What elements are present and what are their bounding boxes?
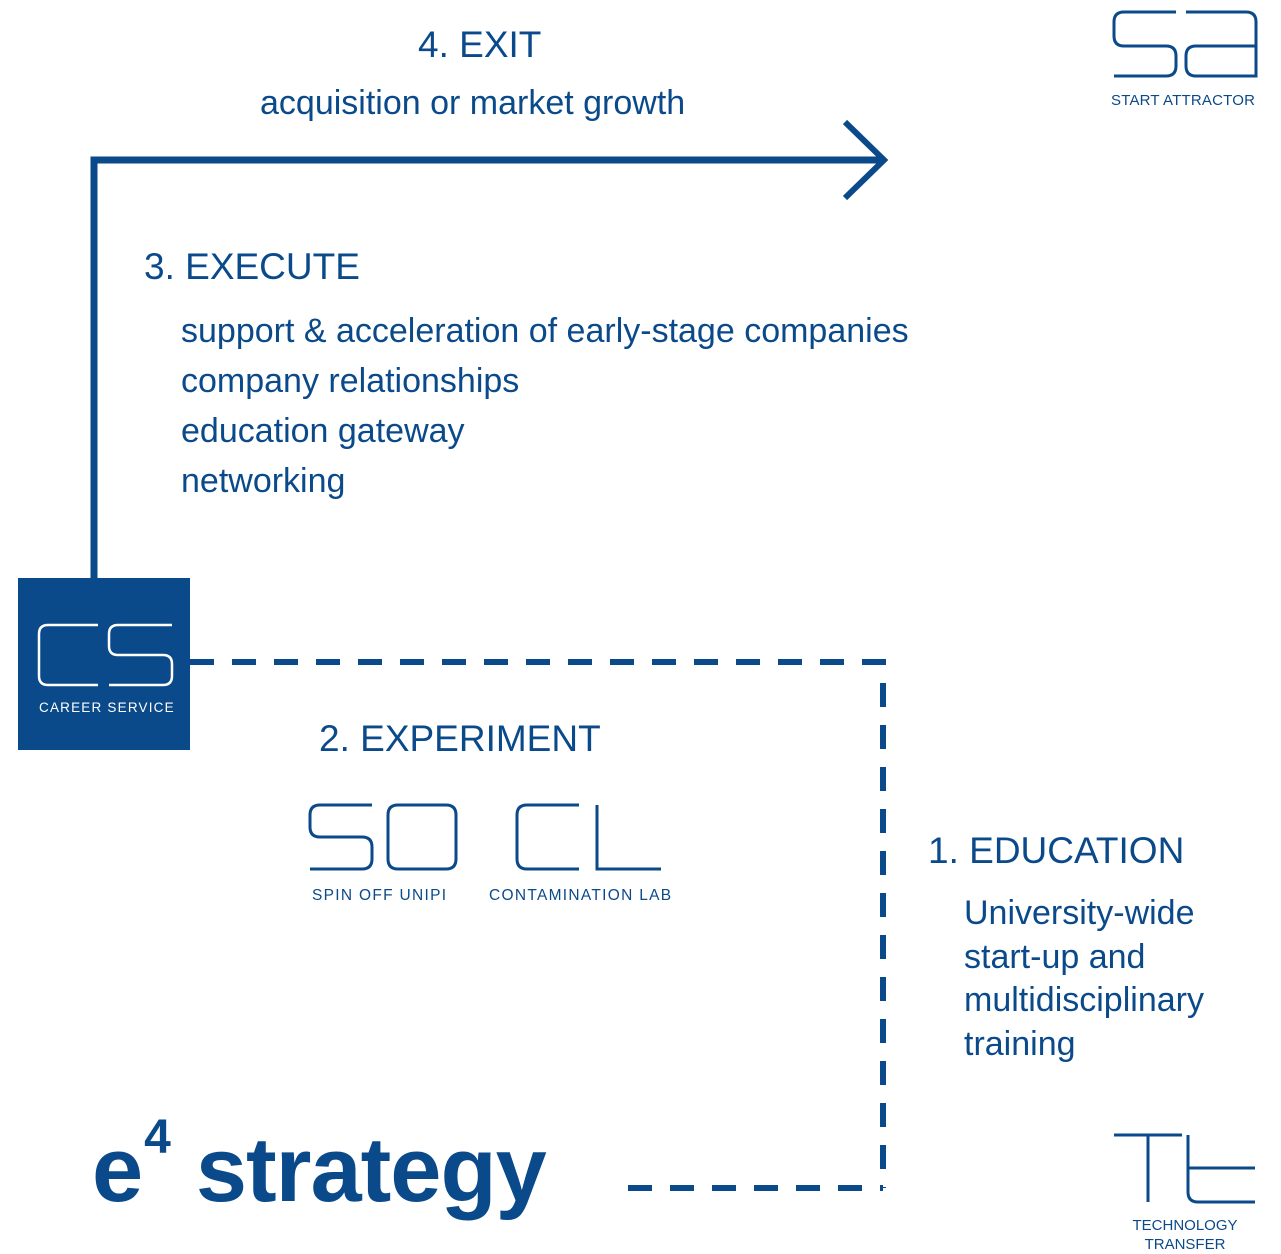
career-service-logo: CAREER SERVICE [18,578,190,750]
strategy-title: e4 strategy [92,1111,547,1223]
execute-item: education gateway [181,412,465,450]
spin-off-caption: SPIN OFF UNIPI [312,887,448,904]
technology-transfer-caption: TECHNOLOGY TRANSFER [1120,1216,1250,1254]
strategy-superscript: 4 [144,1111,171,1164]
education-title: 1. EDUCATION [928,830,1185,871]
start-attractor-caption: START ATTRACTOR [1111,92,1256,109]
experiment-title: 2. EXPERIMENT [319,718,601,759]
execute-item: support & acceleration of early-stage co… [181,312,909,350]
execute-title: 3. EXECUTE [144,246,360,287]
exit-subtitle: acquisition or market growth [260,84,686,122]
strategy-prefix: e [92,1119,143,1221]
exit-title: 4. EXIT [418,24,542,65]
spin-off-logo [308,803,458,871]
execute-item: company relationships [181,362,520,400]
exit-arrow-head [842,119,889,201]
technology-transfer-logo [1114,1133,1255,1204]
contamination-lab-caption: CONTAMINATION LAB [489,887,673,904]
cs-glyphs [37,623,174,687]
execute-list: support & acceleration of early-stage co… [181,306,909,506]
technology-transfer-caption-line1: TECHNOLOGY [1132,1217,1238,1234]
experiment-dashed-line [190,659,886,1188]
execute-item: networking [181,462,346,500]
career-service-caption: CAREER SERVICE [39,700,175,715]
exit-arrow-line [90,156,884,580]
education-line: multidisciplinary [964,981,1204,1019]
contamination-lab-logo [515,803,661,871]
education-list: University-wide start-up and multidiscip… [964,892,1204,1066]
education-line: start-up and [964,937,1146,976]
education-line: training [964,1024,1076,1063]
start-attractor-logo [1112,10,1258,78]
education-line: University-wide [964,894,1195,932]
strategy-word: strategy [195,1119,547,1221]
technology-transfer-caption-line2: TRANSFER [1144,1236,1226,1253]
